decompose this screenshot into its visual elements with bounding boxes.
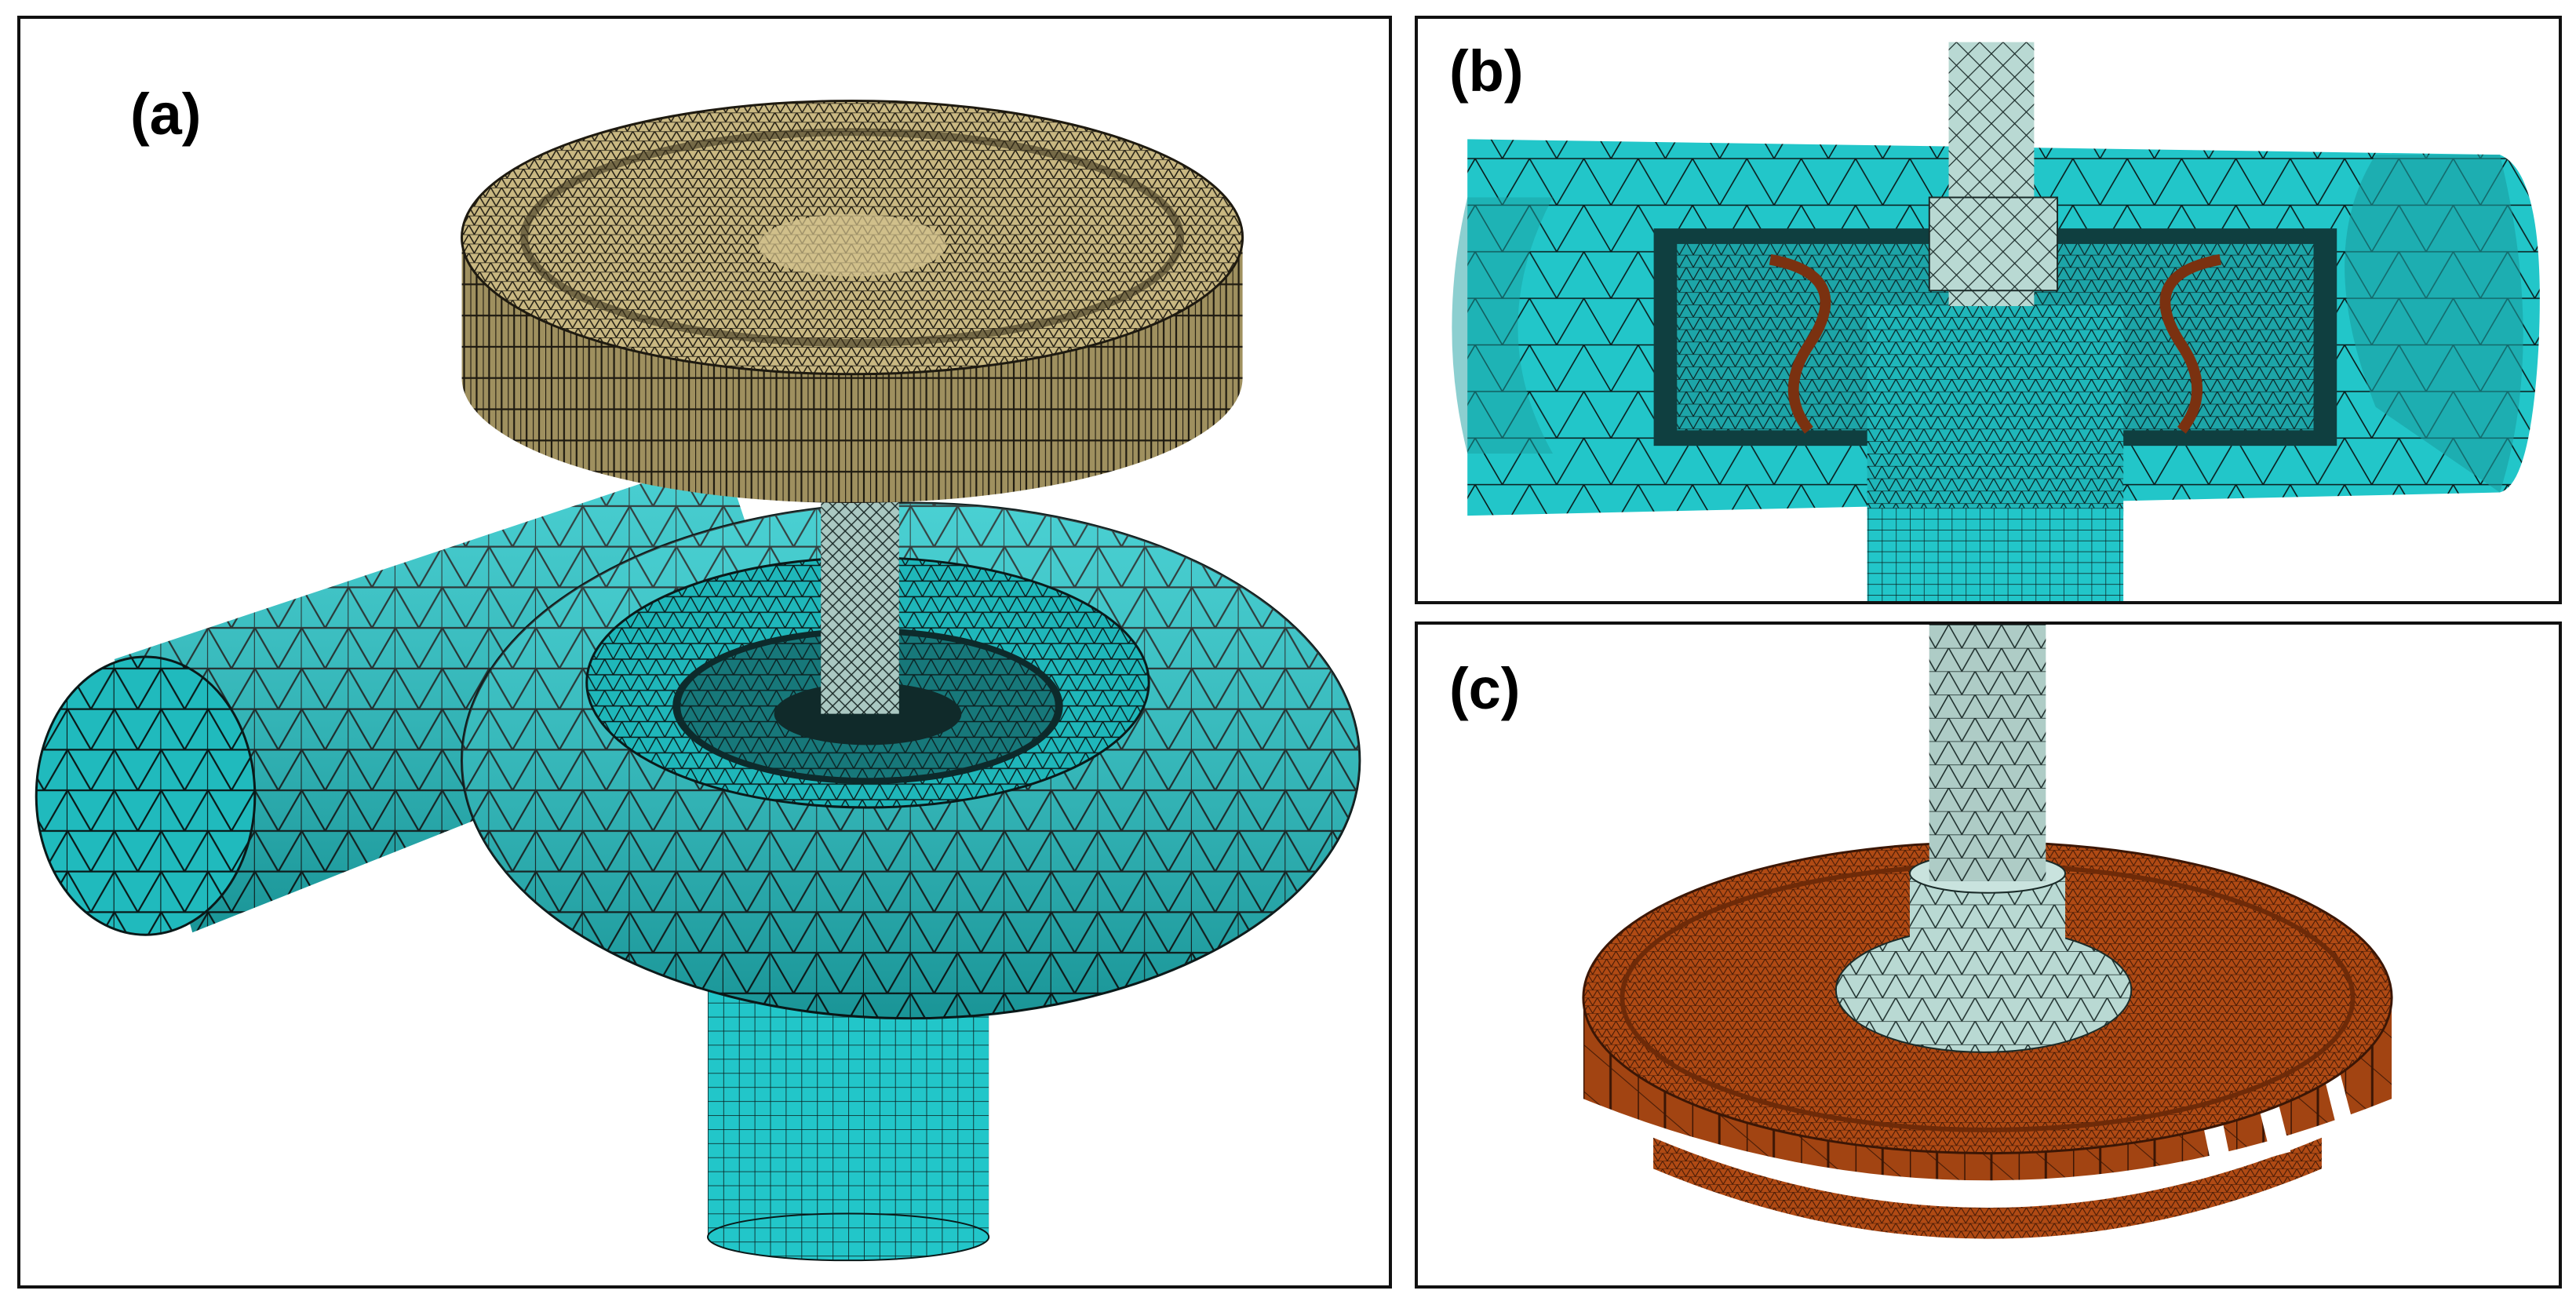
- shaft: [1929, 625, 2046, 881]
- hub-mesh: [1867, 306, 2124, 516]
- panel-c-label: (c): [1449, 656, 1521, 721]
- generator-rotor: [461, 99, 1244, 503]
- panel-b: (b): [1415, 16, 2562, 604]
- panel-b-label: (b): [1449, 38, 1524, 104]
- runner-blade-right: [2159, 253, 2222, 434]
- runner-band: [1653, 1137, 2322, 1239]
- cross-section-mesh-figure: [1452, 42, 2540, 601]
- spiral-casing: [461, 501, 1361, 1020]
- runner-mesh-figure: [1582, 625, 2393, 1239]
- panel-c: (c): [1415, 622, 2562, 1289]
- panel-a: (a): [17, 16, 1392, 1289]
- draft-tube-section: [1867, 508, 2124, 601]
- draft-tube: [706, 986, 990, 1262]
- full-assembly-mesh-figure: [35, 99, 1361, 1262]
- panel-a-label: (a): [130, 82, 202, 147]
- runner-blade-left: [1769, 253, 1831, 434]
